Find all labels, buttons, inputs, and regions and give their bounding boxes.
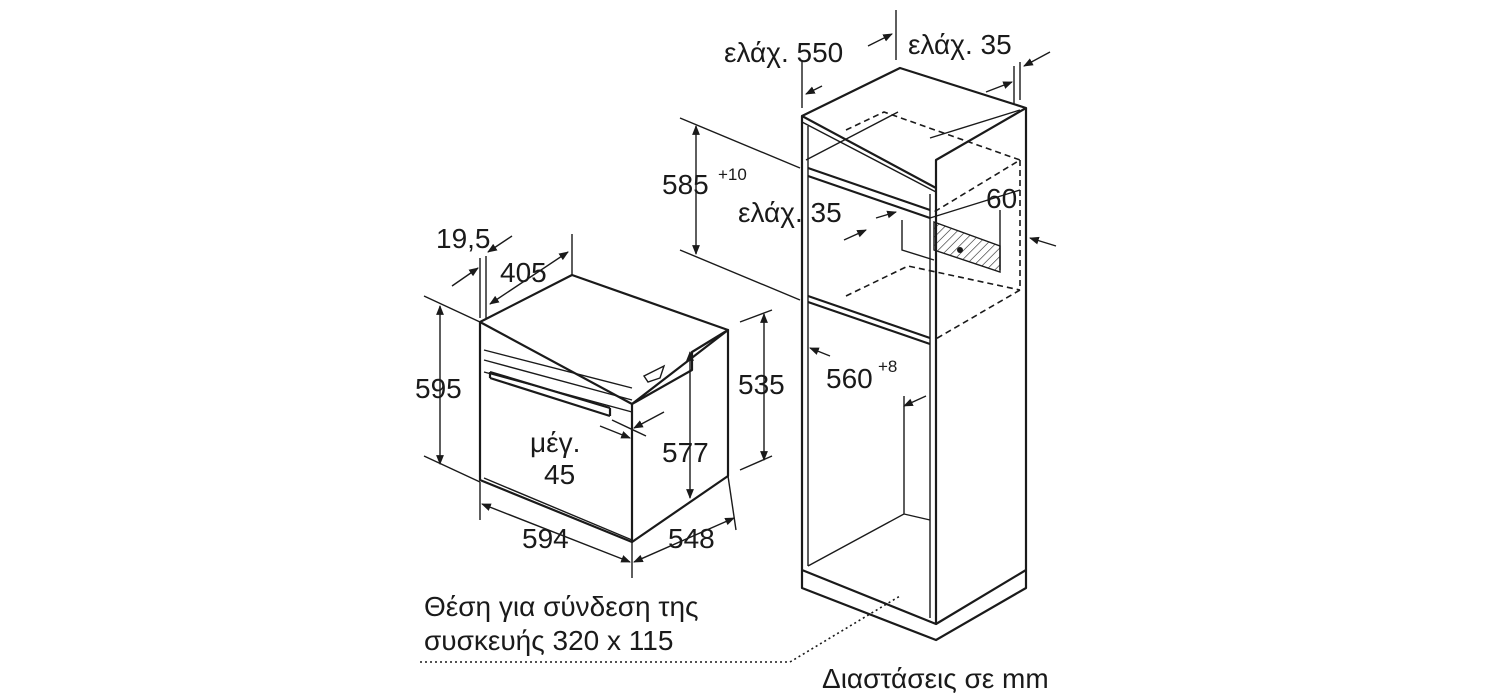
dim-45-label: 45	[544, 459, 575, 490]
cabinet-dimensions: ελάχ. 550 ελάχ. 35 585 +10 ελάχ. 35 60 5…	[662, 10, 1057, 407]
dim-min-35-shelf-label: ελάχ. 35	[738, 197, 842, 228]
oven-handle	[488, 370, 612, 418]
dim-min-550-label: ελάχ. 550	[724, 37, 843, 68]
cabinet-vent-hatched	[933, 221, 1001, 273]
dim-577-label: 577	[662, 437, 709, 468]
units-caption: Διαστάσεις σε mm	[822, 663, 1049, 694]
oven-top-face	[479, 273, 730, 405]
cabinet-top	[801, 66, 1028, 188]
connection-dotted-line	[420, 262, 937, 663]
dim-405-label: 405	[500, 257, 547, 288]
dim-min-35-top-label: ελάχ. 35	[908, 29, 1012, 60]
cabinet-plinth	[800, 570, 1028, 642]
dim-548-label: 548	[668, 523, 715, 554]
dim-595-label: 595	[415, 373, 462, 404]
cabinet-drawing	[420, 66, 1028, 663]
dim-594-line	[481, 503, 631, 563]
dim-585-tolerance: +10	[718, 165, 747, 184]
dim-560-tolerance: +8	[878, 357, 897, 376]
dim-560-label: 560	[826, 363, 873, 394]
dim-60-label: 60	[986, 183, 1017, 214]
dim-19-5-label: 19,5	[436, 223, 491, 254]
connection-note-line2: συσκευής 320 x 115	[424, 625, 673, 656]
dim-405-line	[489, 251, 569, 305]
cabinet-hidden-edges	[845, 111, 1022, 341]
connection-note-line1: Θέση για σύνδεση της	[424, 591, 699, 622]
oven-drawing	[478, 273, 730, 544]
oven-side-body	[631, 328, 730, 543]
cabinet-lower-shelf	[807, 294, 931, 346]
cabinet-upper-shelf	[807, 166, 931, 220]
oven-control-panel	[483, 349, 633, 401]
dim-548-line	[633, 517, 735, 563]
dim-max-label: μέγ.	[530, 427, 580, 458]
dim-585-label: 585	[662, 169, 709, 200]
oven-dimensions: 595 594 548 577 535 405 19,5 μέγ. 45	[415, 223, 785, 578]
dim-594-label: 594	[522, 523, 569, 554]
dim-535-label: 535	[738, 369, 785, 400]
oven-side-hook	[642, 364, 666, 383]
